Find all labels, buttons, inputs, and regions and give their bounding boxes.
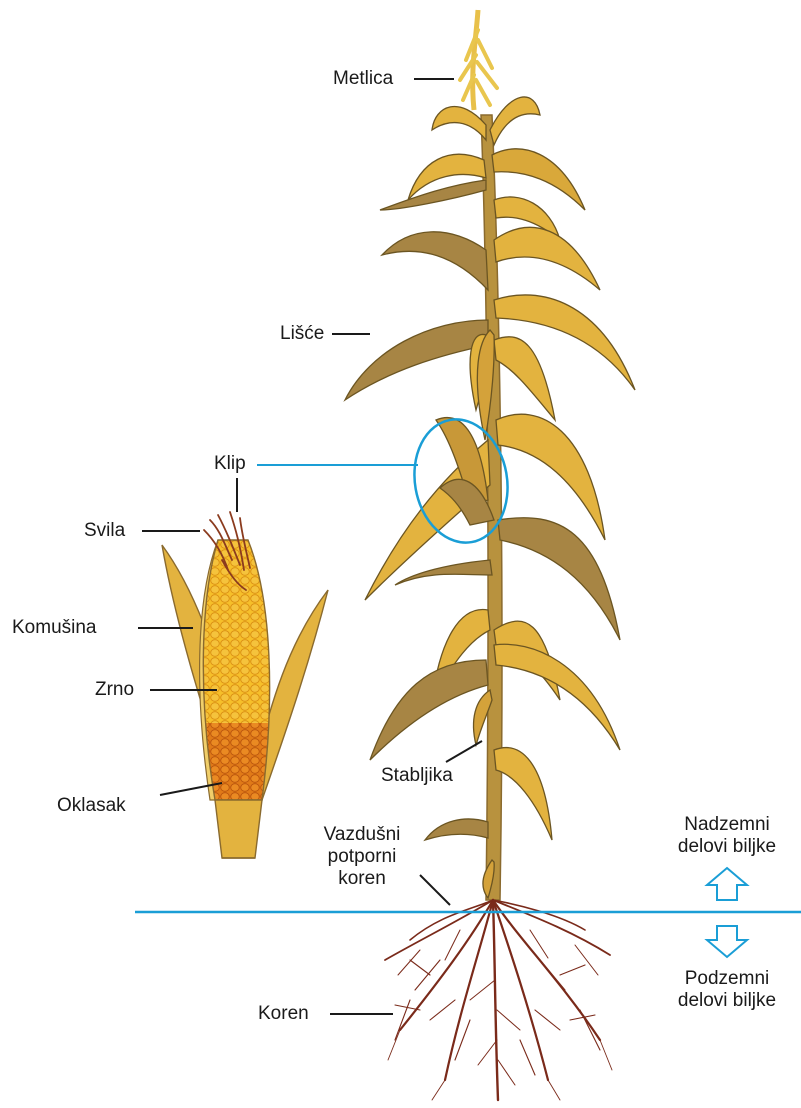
label-nadzemni-line-1: Nadzemni [662, 814, 792, 836]
label-nadzemni: Nadzemni delovi biljke [662, 814, 792, 858]
label-vazdusni-potporni-koren: Vazdušni potporni koren [302, 824, 422, 890]
label-vazdusni-line-3: koren [302, 868, 422, 890]
label-koren: Koren [258, 1003, 309, 1025]
down-arrow-icon [707, 926, 747, 957]
roots [385, 900, 612, 1100]
label-vazdusni-line-1: Vazdušni [302, 824, 422, 846]
label-podzemni-line-2: delovi biljke [662, 990, 792, 1012]
label-vazdusni-line-2: potporni [302, 846, 422, 868]
label-klip: Klip [214, 453, 246, 475]
label-metlica: Metlica [333, 68, 393, 90]
up-arrow-icon [707, 868, 747, 900]
label-nadzemni-line-2: delovi biljke [662, 836, 792, 858]
corn-ear-detail [162, 512, 328, 858]
label-stabljika: Stabljika [381, 765, 453, 787]
label-podzemni: Podzemni delovi biljke [662, 968, 792, 1012]
label-lisce: Lišće [280, 323, 324, 345]
label-svila: Svila [84, 520, 125, 542]
tassel [460, 10, 497, 110]
label-zrno: Zrno [95, 679, 134, 701]
label-podzemni-line-1: Podzemni [662, 968, 792, 990]
label-komusina: Komušina [12, 617, 97, 639]
label-oklasak: Oklasak [57, 795, 126, 817]
